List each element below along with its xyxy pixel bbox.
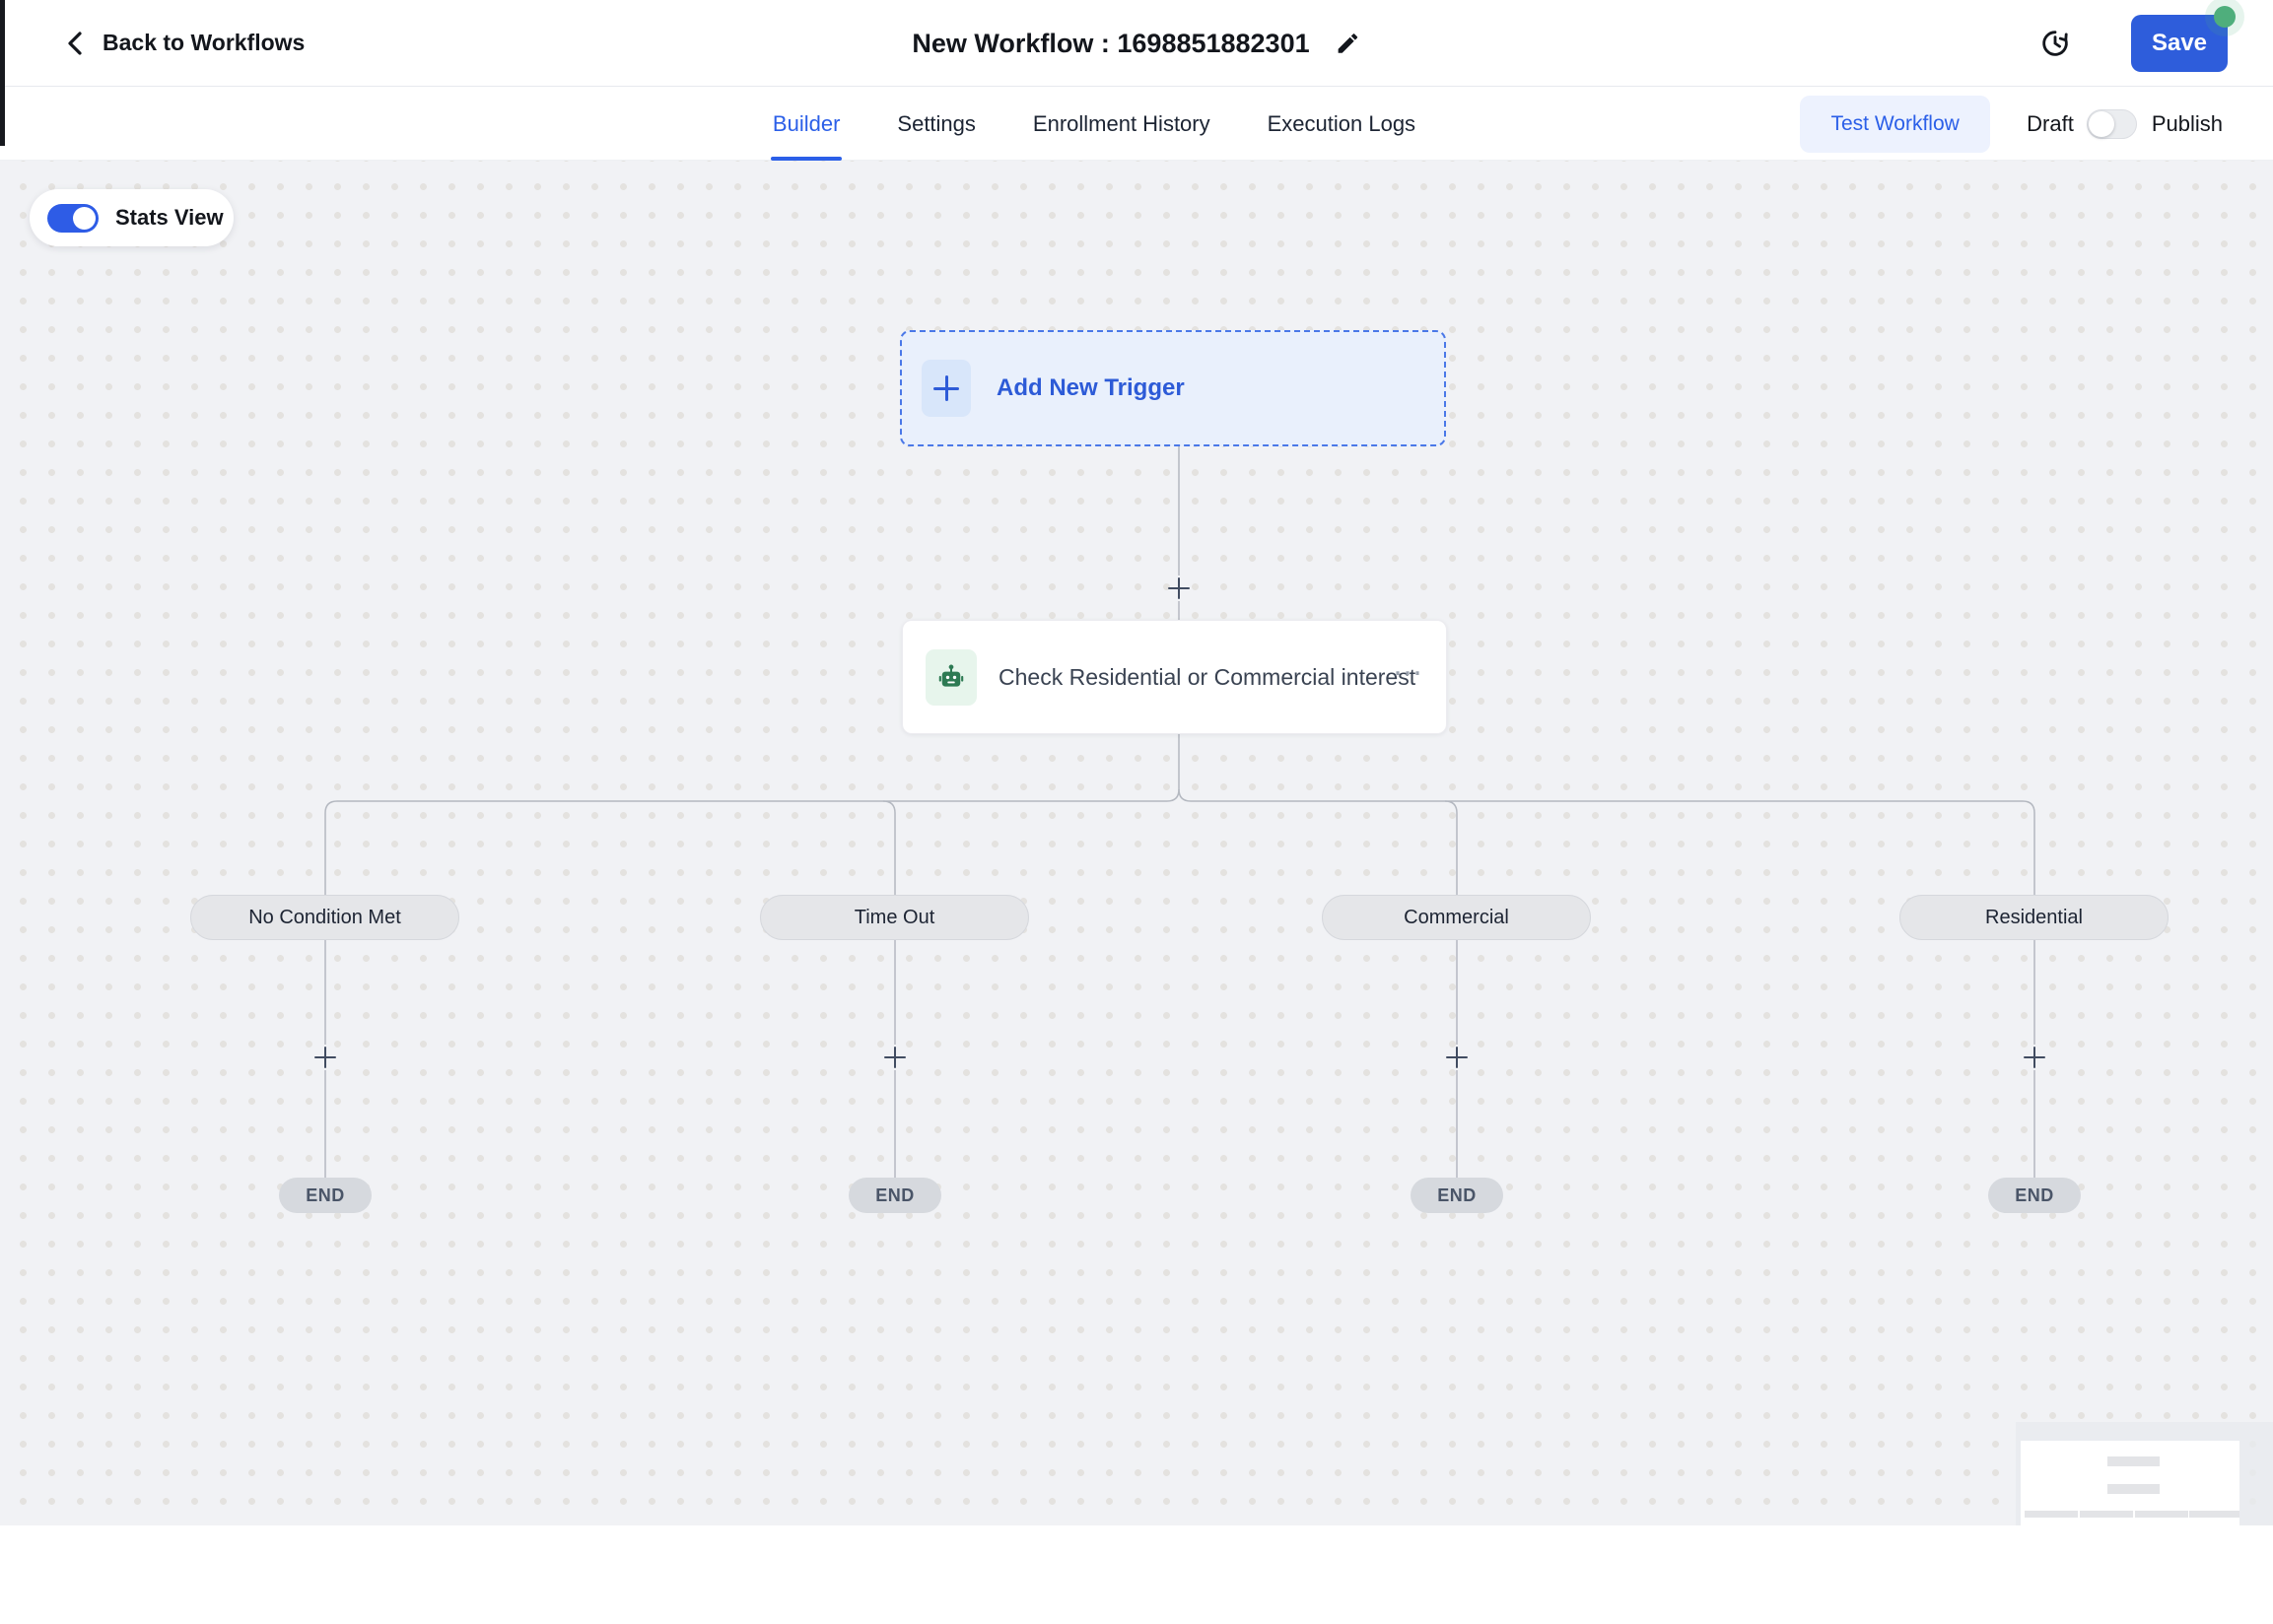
- tab-settings[interactable]: Settings: [897, 110, 976, 136]
- end-node: END: [279, 1178, 372, 1213]
- edit-pencil-icon[interactable]: [1336, 31, 1361, 56]
- minimap-node: [2025, 1511, 2078, 1518]
- end-node: END: [849, 1178, 941, 1213]
- add-action-plus-icon[interactable]: [1444, 1045, 1470, 1070]
- workflow-canvas[interactable]: Stats View Add New Trigger: [0, 161, 2273, 1525]
- tab-execution-logs[interactable]: Execution Logs: [1267, 110, 1416, 136]
- minimap-node: [2189, 1511, 2239, 1518]
- stats-view-toggle[interactable]: [47, 203, 99, 233]
- stats-view-toggle-knob: [73, 206, 96, 230]
- minimap-node: [2107, 1456, 2160, 1466]
- tabs: Builder Settings Enrollment History Exec…: [0, 87, 2273, 161]
- test-workflow-button[interactable]: Test Workflow: [1800, 95, 1991, 153]
- condition-node[interactable]: Check Residential or Commercial interest…: [902, 620, 1447, 734]
- add-new-trigger-label: Add New Trigger: [997, 374, 1185, 401]
- end-node: END: [1411, 1178, 1503, 1213]
- tab-bar: Builder Settings Enrollment History Exec…: [0, 87, 2273, 161]
- node-menu-ellipsis-icon[interactable]: ⋯: [1393, 656, 1424, 690]
- branch-label-time-out: Time Out: [760, 895, 1029, 940]
- add-action-plus-icon[interactable]: [882, 1045, 908, 1070]
- unsaved-changes-dot: [2214, 6, 2236, 28]
- add-action-plus-icon[interactable]: [2022, 1045, 2047, 1070]
- minimap[interactable]: [2016, 1422, 2273, 1525]
- draft-label: Draft: [2027, 110, 2074, 136]
- header-right: Save: [2038, 0, 2236, 87]
- plus-icon: [922, 360, 971, 417]
- stats-view-toggle-pill[interactable]: Stats View: [30, 189, 234, 246]
- tab-builder[interactable]: Builder: [770, 87, 843, 161]
- add-action-plus-icon[interactable]: [312, 1045, 338, 1070]
- minimap-node: [2107, 1484, 2160, 1494]
- save-button[interactable]: Save: [2131, 6, 2236, 72]
- connector-lines: [324, 446, 2035, 1178]
- history-clock-icon[interactable]: [2038, 27, 2072, 60]
- publish-label: Publish: [2151, 110, 2223, 136]
- header: Back to Workflows New Workflow : 1698851…: [0, 0, 2273, 87]
- branch-label-residential: Residential: [1899, 895, 2169, 940]
- robot-icon: [926, 648, 977, 706]
- condition-node-label: Check Residential or Commercial interest: [999, 663, 1416, 690]
- add-new-trigger-node[interactable]: Add New Trigger: [900, 330, 1446, 446]
- back-to-workflows-button[interactable]: Back to Workflows: [63, 29, 305, 58]
- publish-toggle[interactable]: [2086, 108, 2137, 139]
- save-label: Save: [2151, 30, 2208, 56]
- publish-toggle-knob: [2088, 110, 2114, 137]
- minimap-node: [2080, 1511, 2133, 1518]
- title-group: New Workflow : 1698851882301: [912, 0, 1360, 87]
- chevron-left-icon: [68, 31, 82, 55]
- page-title: New Workflow : 1698851882301: [912, 28, 1310, 58]
- add-action-plus-icon[interactable]: [1166, 575, 1192, 601]
- stats-view-label: Stats View: [115, 205, 224, 230]
- tab-bar-right: Test Workflow Draft Publish: [1800, 87, 2273, 161]
- end-node: END: [1988, 1178, 2081, 1213]
- branch-label-commercial: Commercial: [1322, 895, 1591, 940]
- minimap-viewport[interactable]: [2021, 1441, 2239, 1525]
- back-label: Back to Workflows: [103, 30, 306, 55]
- branch-label-no-condition-met: No Condition Met: [190, 895, 459, 940]
- tab-enrollment-history[interactable]: Enrollment History: [1032, 110, 1210, 136]
- left-edge-strip: [0, 0, 5, 146]
- minimap-node: [2135, 1511, 2188, 1518]
